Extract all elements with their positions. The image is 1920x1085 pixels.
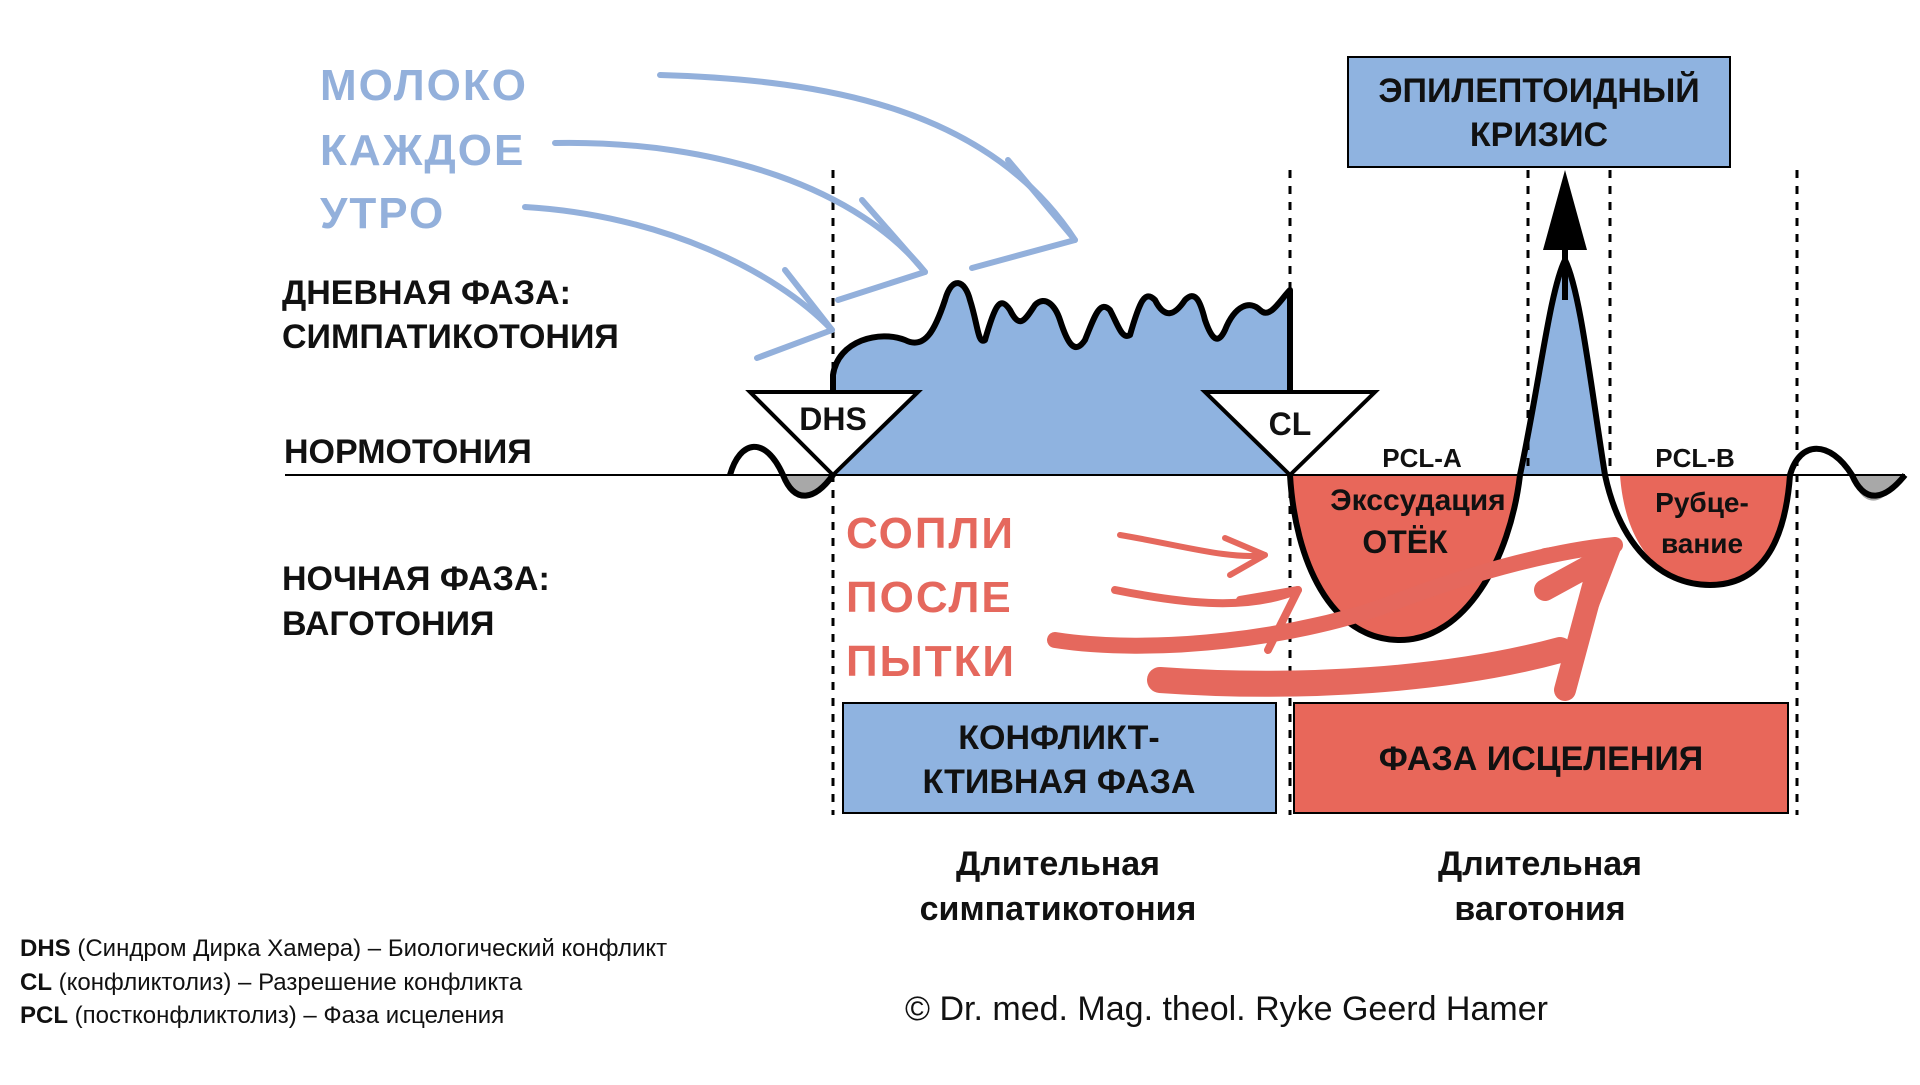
legend-desc-dhs: (Синдром Дирка Хамера) – Биологический к…	[71, 935, 668, 962]
night-phase-label-line2: ВАГОТОНИЯ	[282, 605, 494, 643]
red-arrow-4	[1147, 637, 1573, 697]
scarring-label-line1: Рубце-	[1655, 487, 1749, 518]
right-caption-line2: ваготония	[1454, 890, 1625, 928]
healing-box-label: ФАЗА ИСЦЕЛЕНИЯ	[1379, 740, 1704, 778]
blue-annotation-line2: КАЖДОЕ	[320, 126, 525, 175]
blue-arrow-2-head	[835, 197, 928, 303]
blue-annotation-line3: УТРО	[320, 189, 445, 238]
blue-arrow-1-head	[969, 157, 1078, 271]
pcl-a-label: PCL-A	[1382, 443, 1462, 473]
red-annotation-line2: ПОСЛЕ	[846, 573, 1013, 622]
dhs-triangle	[745, 390, 923, 478]
red-annotation-line1: СОПЛИ	[846, 509, 1015, 558]
blue-annotation-arrows	[522, 72, 1078, 361]
epileptoid-crisis-box	[1347, 56, 1731, 168]
pcl-b-red-lobe	[1620, 475, 1790, 585]
red-annotation-arrows	[1047, 532, 1623, 701]
legend-desc-cl: (конфликтолиз) – Разрешение конфликта	[52, 969, 523, 996]
blue-arrow-3	[522, 204, 835, 333]
red-arrow-1	[1117, 532, 1268, 559]
copyright-text: © Dr. med. Mag. theol. Ryke Geerd Hamer	[905, 990, 1548, 1028]
legend-item-dhs: DHS (Синдром Дирка Хамера) – Биологическ…	[20, 935, 667, 962]
exudation-label: Экссудация	[1330, 484, 1505, 517]
blue-annotation-line1: МОЛОКО	[320, 61, 528, 110]
pcl-b-label: PCL-B	[1655, 443, 1734, 473]
legend-item-pcl: PCL (постконфликтолиз) – Фаза исцеления	[20, 1002, 504, 1029]
red-arrow-1-head	[1222, 535, 1268, 578]
conflict-box-line1: КОНФЛИКТ-	[958, 719, 1159, 757]
left-caption-line1: Длительная	[956, 845, 1160, 883]
biological-rhythm-curve	[727, 257, 1908, 643]
day-phase-label-line1: ДНЕВНАЯ ФАЗА:	[282, 274, 571, 312]
blue-arrow-3-head	[754, 267, 835, 361]
legend-term-cl: CL	[20, 969, 52, 996]
left-caption-line2: симпатикотония	[920, 890, 1197, 928]
day-phase-label-line2: СИМПАТИКОТОНИЯ	[282, 318, 619, 356]
legend-term-pcl: PCL	[20, 1002, 68, 1029]
red-arrow-4-head	[1534, 549, 1611, 701]
conflict-active-phase-box	[842, 702, 1277, 814]
night-phase-label-line1: НОЧНАЯ ФАЗА:	[282, 560, 550, 598]
red-annotation-line3: ПЫТКИ	[846, 637, 1016, 686]
cl-marker-label: CL	[1269, 406, 1312, 442]
right-caption-line1: Длительная	[1438, 845, 1642, 883]
cl-triangle	[1200, 390, 1380, 478]
pcl-a-red-lobe	[1290, 475, 1520, 640]
crisis-spike-blue-area	[1520, 260, 1605, 475]
crisis-label-line2: КРИЗИС	[1470, 116, 1608, 154]
healing-phase-box	[1293, 702, 1789, 814]
legend-desc-pcl: (постконфликтолиз) – Фаза исцеления	[68, 1002, 504, 1029]
crisis-label-line1: ЭПИЛЕПТОИДНЫЙ	[1378, 71, 1699, 110]
legend-term-dhs: DHS	[20, 935, 71, 962]
dhs-marker-label: DHS	[799, 401, 867, 437]
edema-label: ОТЁК	[1362, 524, 1448, 560]
legend-item-cl: CL (конфликтолиз) – Разрешение конфликта	[20, 969, 523, 996]
crisis-arrow-head	[1543, 170, 1587, 250]
conflict-active-blue-area	[833, 283, 1290, 475]
conflict-box-line2: КТИВНАЯ ФАЗА	[923, 763, 1196, 801]
scarring-label-line2: вание	[1661, 528, 1743, 559]
normotonia-label: НОРМОТОНИЯ	[284, 433, 532, 471]
